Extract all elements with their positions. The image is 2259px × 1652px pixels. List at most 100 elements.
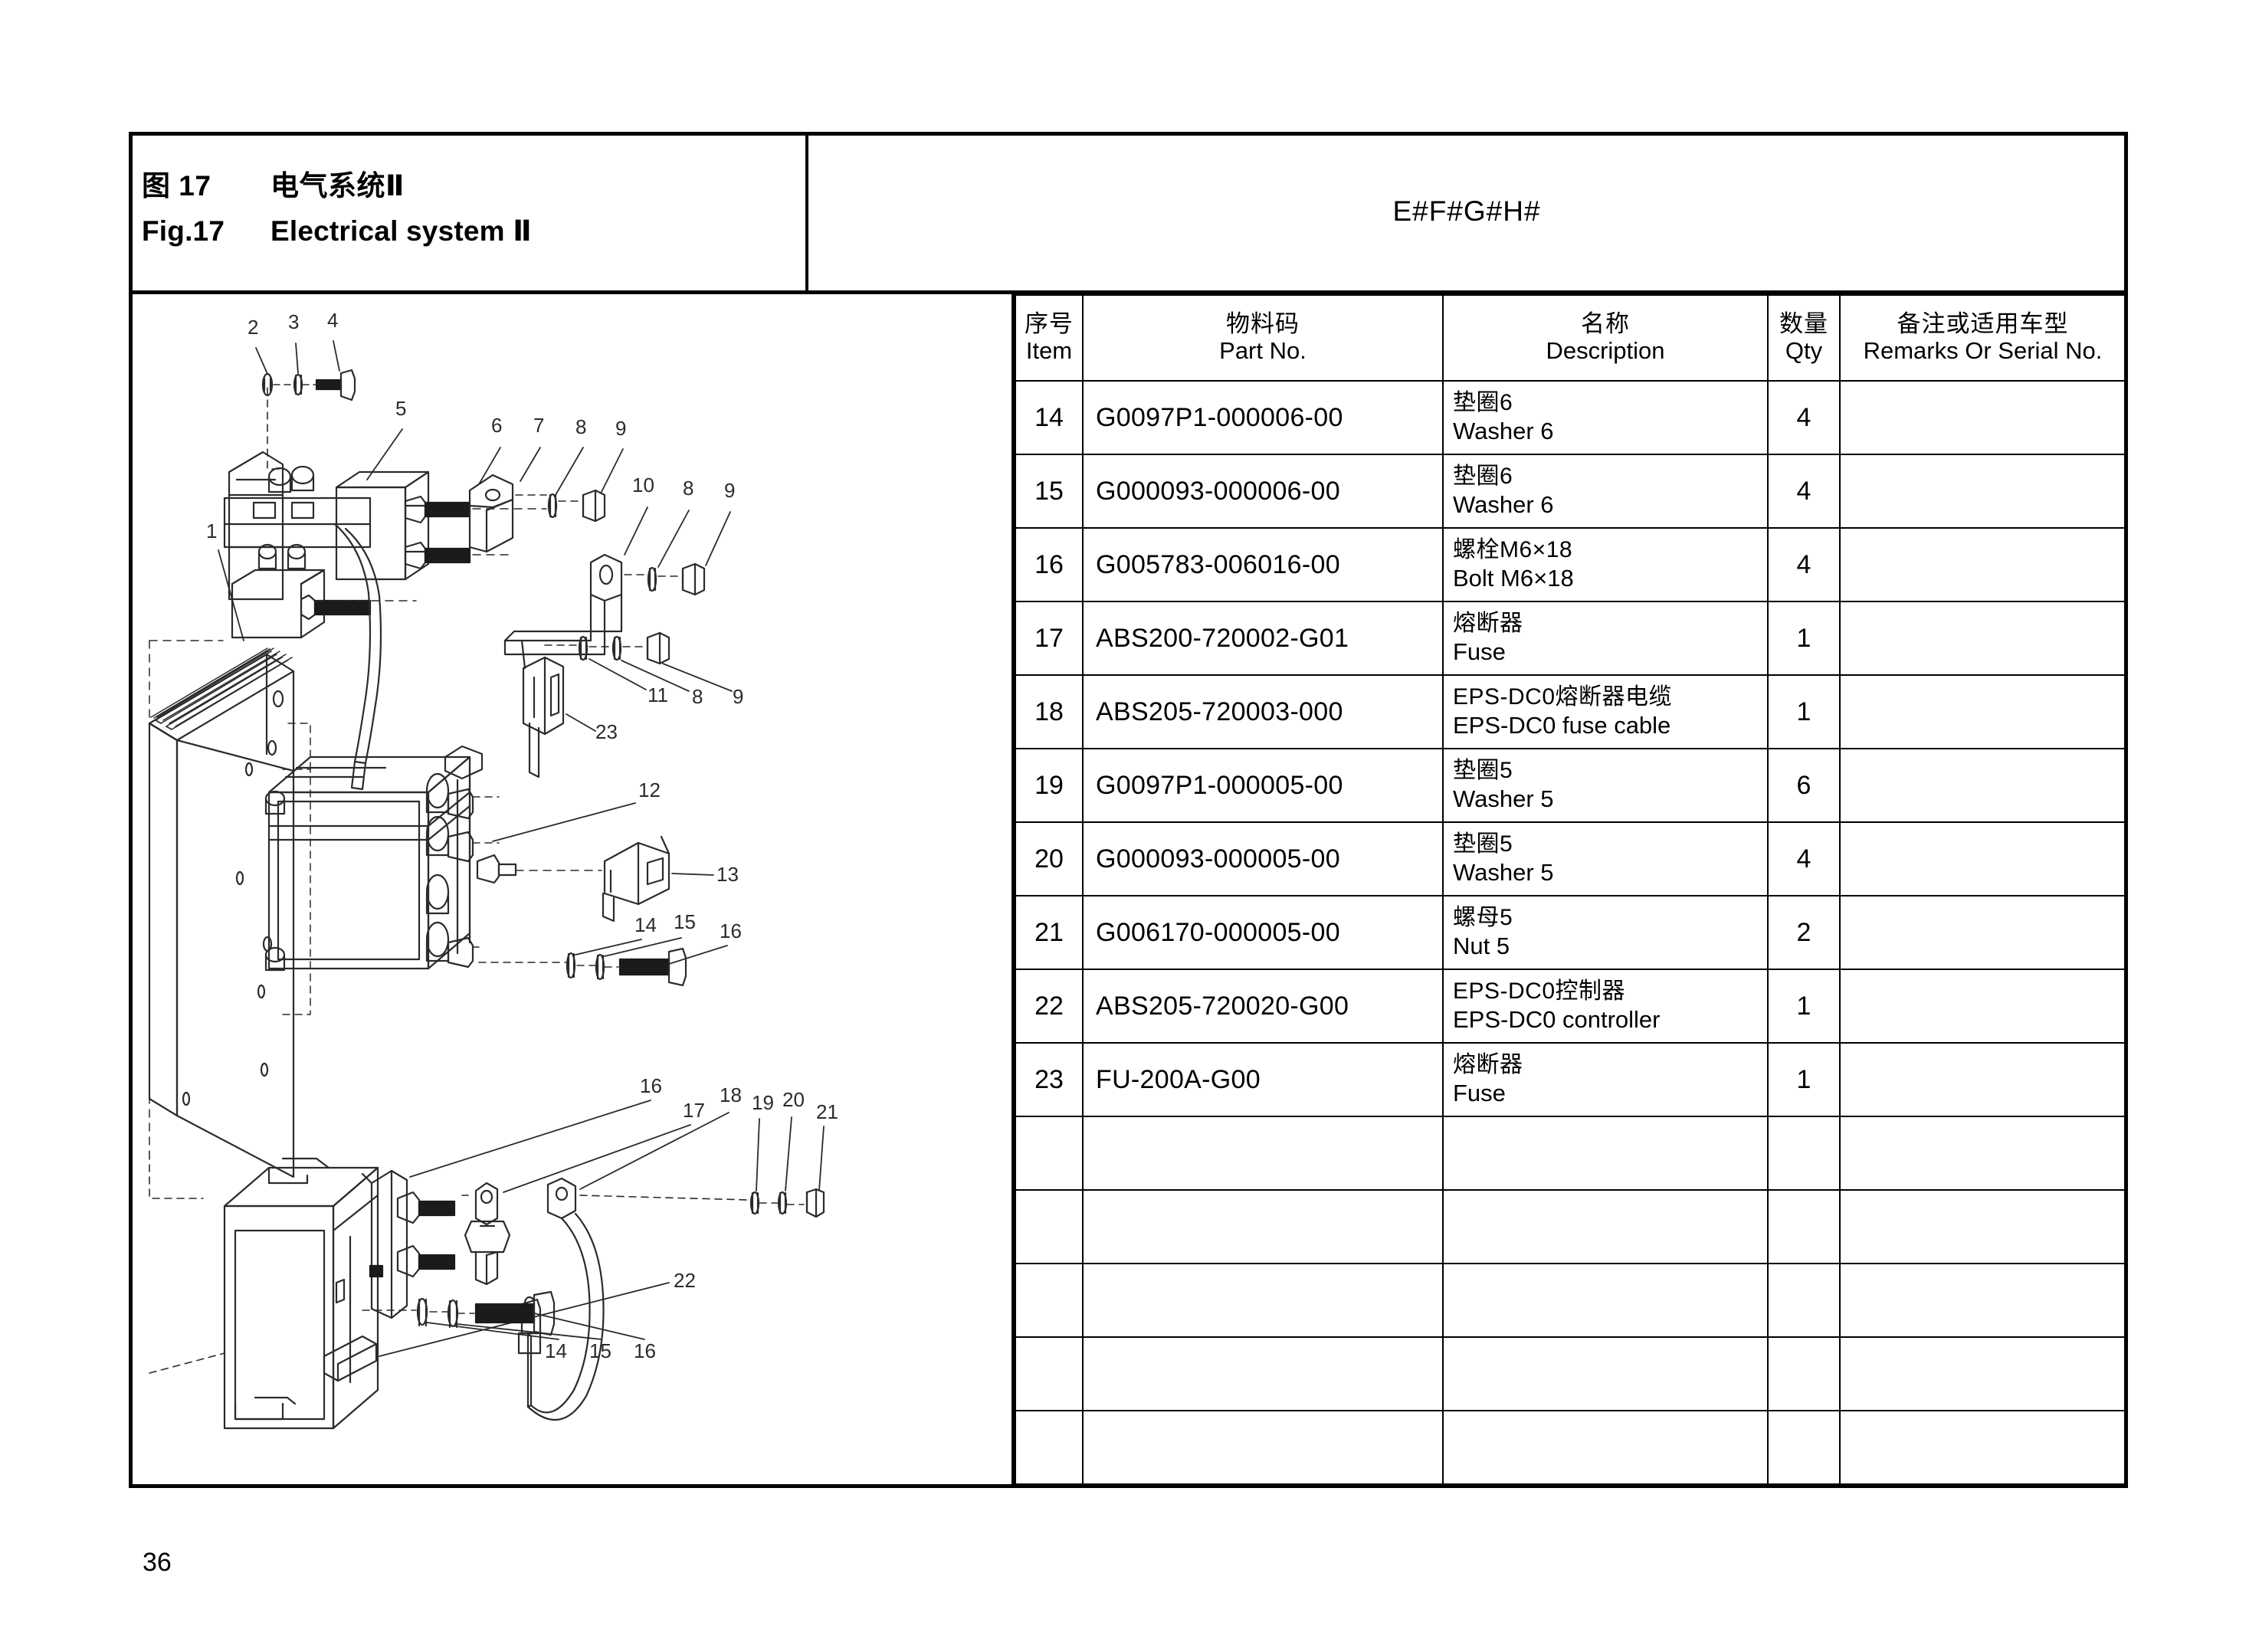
- cell-item: [1015, 1189, 1084, 1264]
- header-description: 名称 Description: [1442, 294, 1769, 382]
- cell-part-no: [1082, 1410, 1444, 1485]
- cell-item: [1015, 1263, 1084, 1338]
- callout-23: 23: [595, 720, 618, 743]
- callout-17: 17: [683, 1099, 705, 1122]
- cell-qty: 4: [1767, 454, 1841, 529]
- cell-description: [1442, 1116, 1769, 1191]
- callout-9b: 9: [724, 479, 735, 502]
- cell-qty: [1767, 1263, 1841, 1338]
- cell-description: [1442, 1410, 1769, 1485]
- cell-part-no: ABS205-720003-000: [1082, 674, 1444, 749]
- header-qty-cn: 数量: [1779, 310, 1828, 338]
- cell-remarks: [1839, 821, 2126, 896]
- cell-remarks: [1839, 969, 2126, 1044]
- header-part-no-en: Part No.: [1219, 337, 1307, 364]
- cell-part-no: ABS205-720020-G00: [1082, 969, 1444, 1044]
- description-en: Nut 5: [1453, 933, 1510, 960]
- description-en: Fuse: [1453, 638, 1506, 666]
- callout-8b: 8: [683, 477, 693, 500]
- description-cn: EPS-DC0控制器: [1453, 978, 1626, 1004]
- model-code: E#F#G#H#: [1392, 195, 1541, 227]
- fastener-row-lower: [578, 631, 670, 665]
- cell-item: 19: [1015, 748, 1084, 823]
- cell-qty: 4: [1767, 380, 1841, 455]
- cell-qty: [1767, 1189, 1841, 1264]
- part-fuse-17: [464, 1182, 511, 1286]
- cell-item: 17: [1015, 601, 1084, 676]
- cell-qty: 1: [1767, 674, 1841, 749]
- cell-remarks: [1839, 748, 2126, 823]
- cell-remarks: [1839, 380, 2126, 455]
- page-frame: [129, 132, 2128, 1488]
- part-bracket-10: [503, 553, 623, 656]
- cell-part-no: G006170-000005-00: [1082, 895, 1444, 970]
- header-description-en: Description: [1546, 337, 1665, 364]
- cell-item: [1015, 1336, 1084, 1411]
- title-block-divider-horizontal: [129, 290, 2128, 294]
- header-part-no-cn: 物料码: [1226, 310, 1300, 338]
- description-cn: 垫圈6: [1453, 389, 1513, 415]
- part-bracket-bolts: [361, 1169, 456, 1319]
- cell-qty: [1767, 1116, 1841, 1191]
- description-cn: 垫圈6: [1453, 463, 1513, 489]
- cell-remarks: [1839, 601, 2126, 676]
- description-cn: 螺母5: [1453, 904, 1513, 930]
- description-en: EPS-DC0 fuse cable: [1453, 712, 1671, 739]
- cell-item: 23: [1015, 1042, 1084, 1117]
- part-controller-22: [223, 1157, 379, 1430]
- part-block-12: [264, 745, 517, 972]
- fastener-row-bottom2: [416, 1290, 556, 1336]
- cell-remarks: [1839, 1410, 2126, 1485]
- figure-title-text-en: Electrical system Ⅱ: [270, 215, 532, 247]
- cell-item: [1015, 1116, 1084, 1191]
- cell-remarks: [1839, 1116, 2126, 1191]
- part-fuse-23: [520, 639, 565, 778]
- cell-remarks: [1839, 674, 2126, 749]
- part-cable-6: [333, 523, 382, 791]
- cell-part-no: G000093-000006-00: [1082, 454, 1444, 529]
- callout-16a: 16: [720, 919, 742, 942]
- cell-part-no: ABS200-720002-G01: [1082, 601, 1444, 676]
- description-cn: 熔断器: [1453, 1051, 1523, 1077]
- cell-remarks: [1839, 1263, 2126, 1338]
- fastener-row-mid: [566, 947, 687, 987]
- table-row: [1015, 1116, 2126, 1191]
- header-qty: 数量 Qty: [1767, 294, 1841, 382]
- callout-1: 1: [206, 520, 217, 542]
- cell-remarks: [1839, 1336, 2126, 1411]
- header-remarks-cn: 备注或适用车型: [1897, 310, 2069, 338]
- description-cn: 垫圈5: [1453, 757, 1513, 783]
- callout-16c: 16: [634, 1339, 656, 1362]
- header-item: 序号 Item: [1015, 294, 1084, 382]
- cell-remarks: [1839, 1042, 2126, 1117]
- cell-part-no: [1082, 1263, 1444, 1338]
- fastener-row-upper: [547, 489, 606, 523]
- callout-14b: 14: [545, 1339, 567, 1362]
- callout-9a: 9: [615, 417, 626, 440]
- cell-item: 20: [1015, 821, 1084, 896]
- callout-15b: 15: [589, 1339, 611, 1362]
- cell-item: 18: [1015, 674, 1084, 749]
- table-row: [1015, 1336, 2126, 1411]
- part-cable-18: [517, 1177, 605, 1421]
- cell-remarks: [1839, 895, 2126, 970]
- cell-description: [1442, 1189, 1769, 1264]
- cell-description: [1442, 1263, 1769, 1338]
- description-cn: 螺栓M6×18: [1453, 536, 1573, 562]
- header-qty-en: Qty: [1785, 337, 1823, 364]
- cell-qty: [1767, 1410, 1841, 1485]
- cell-remarks: [1839, 454, 2126, 529]
- cell-qty: 1: [1767, 969, 1841, 1044]
- header-item-cn: 序号: [1025, 310, 1074, 338]
